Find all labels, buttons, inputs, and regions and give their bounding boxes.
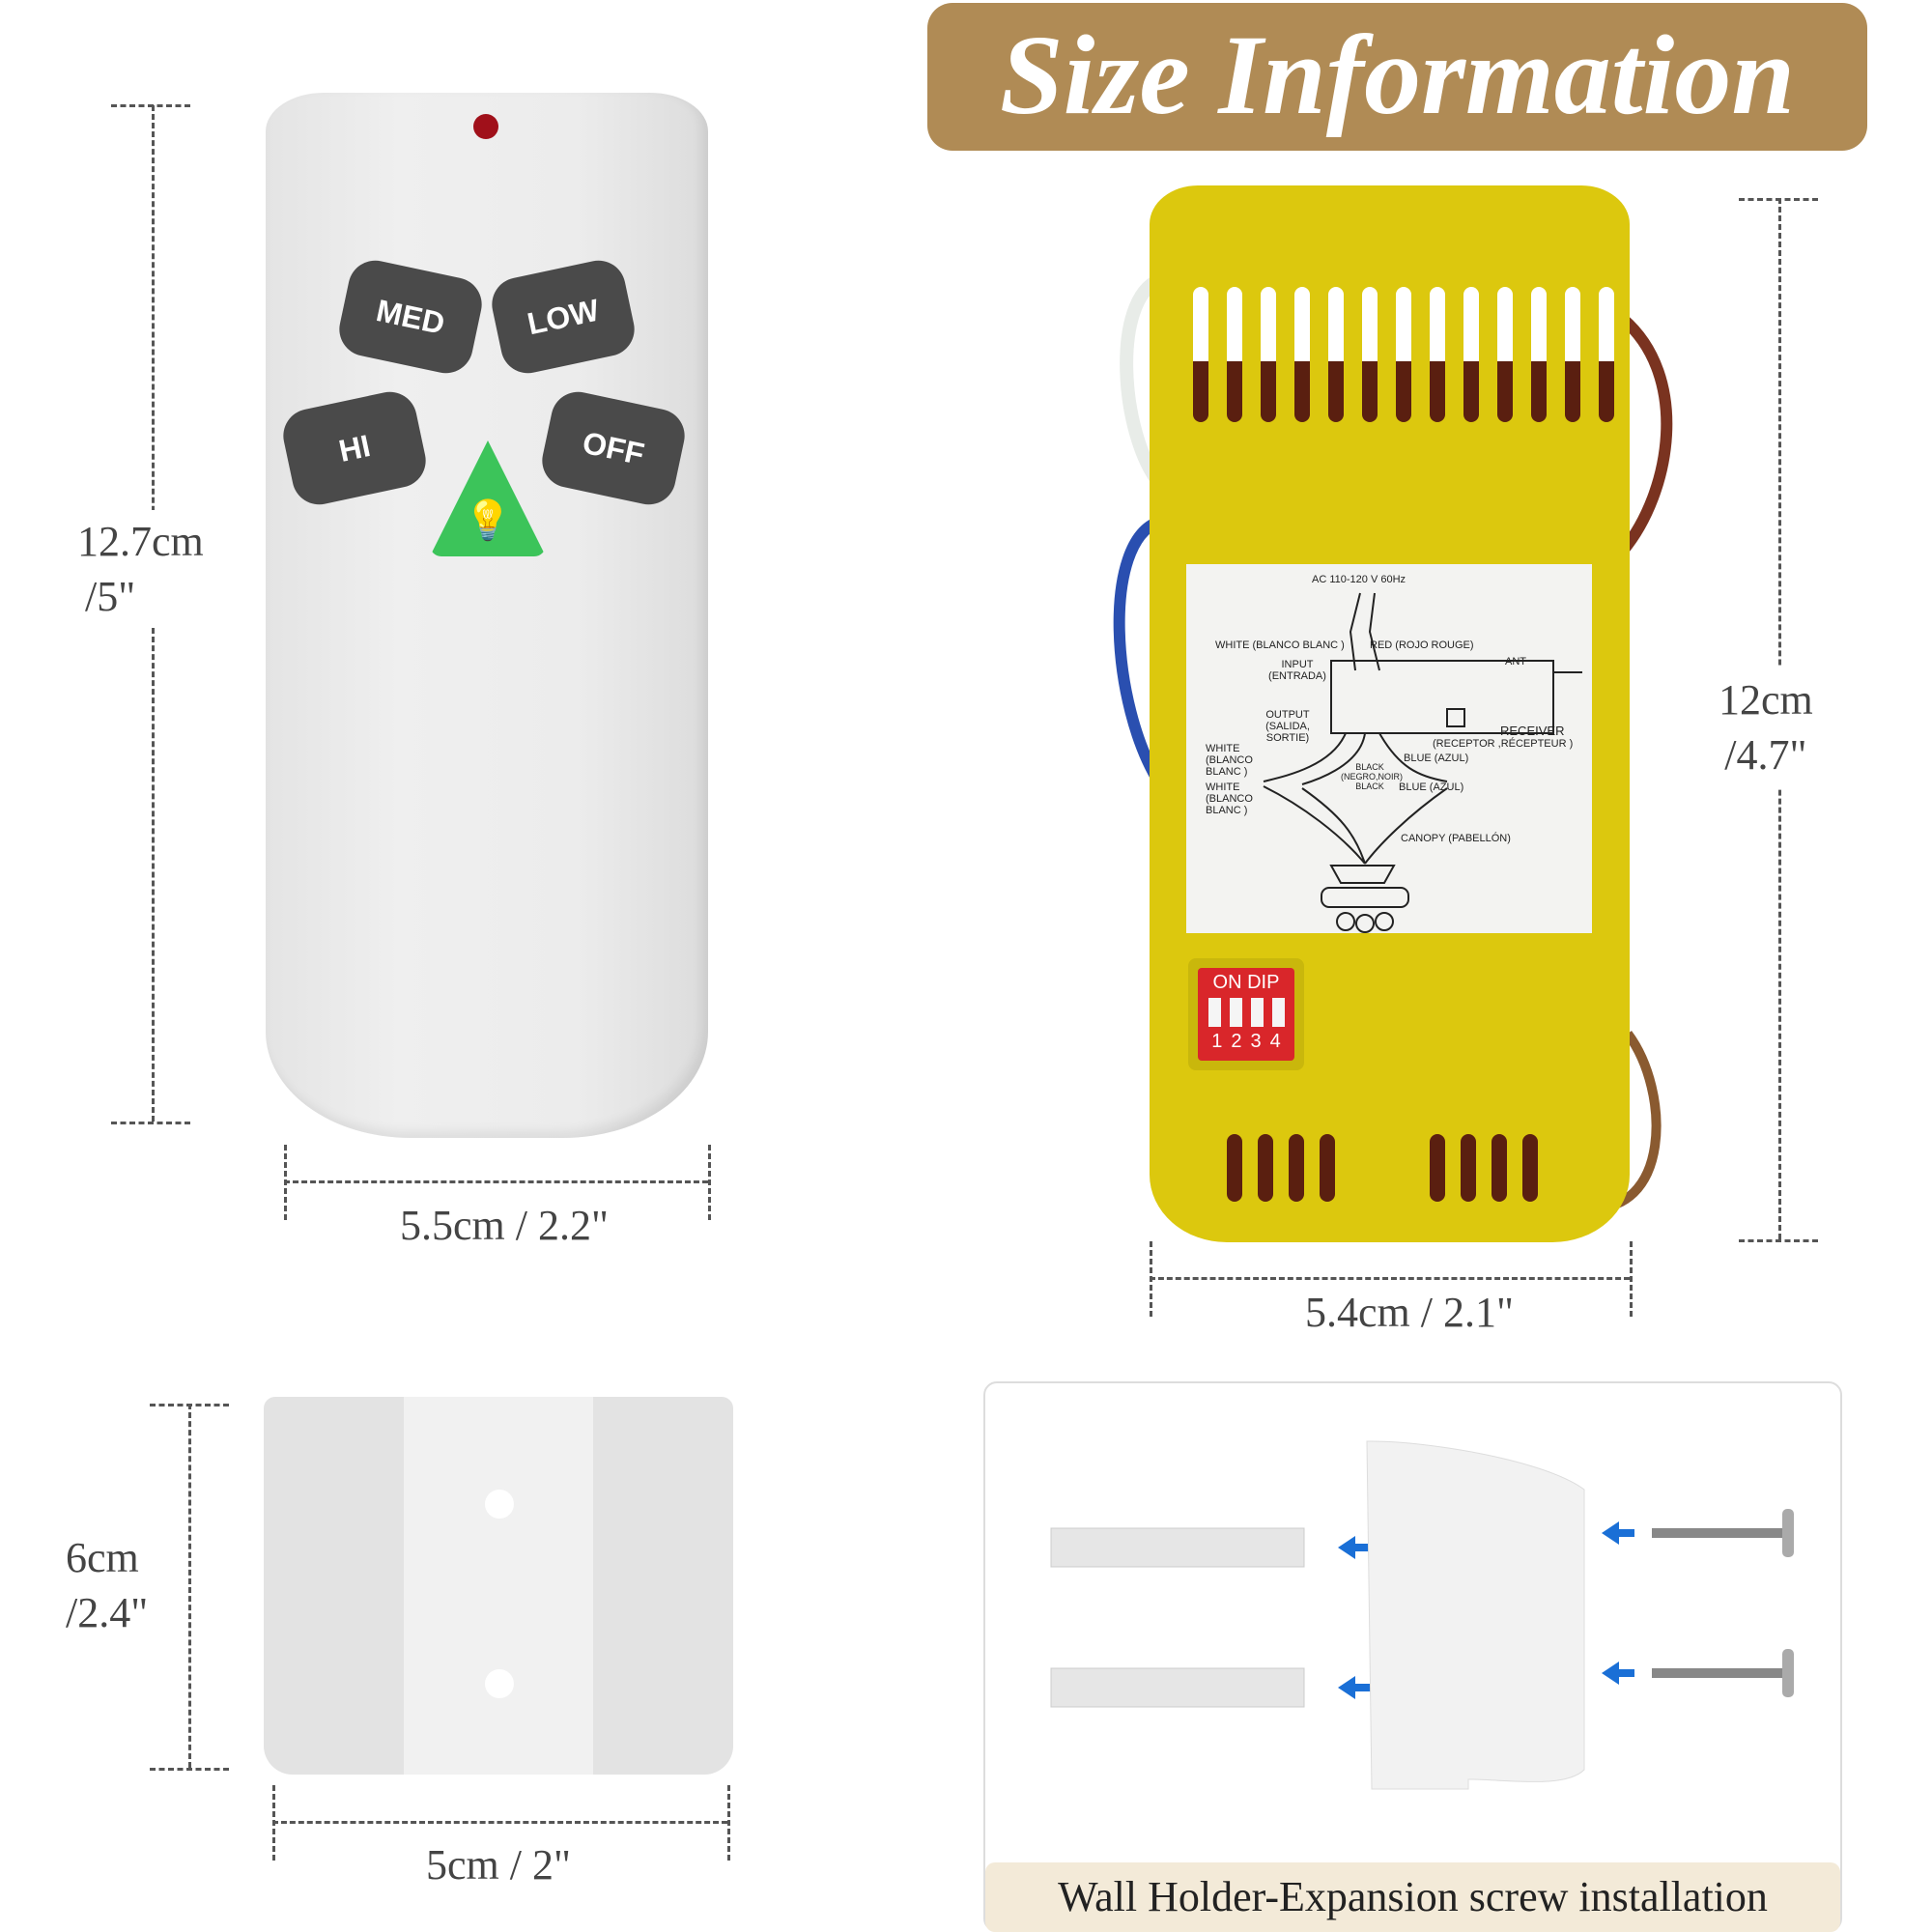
diagram-ant: ANT (1505, 656, 1526, 668)
dip-number: 4 (1269, 1031, 1281, 1052)
dip-number: 2 (1231, 1031, 1242, 1052)
screw-hole (485, 1669, 514, 1698)
wiring-diagram-label: AC 110-120 V 60Hz WHITE (BLANCO BLANC ) … (1186, 564, 1592, 933)
holder-height-in: /2.4" (66, 1589, 149, 1637)
expansion-anchor (1050, 1527, 1305, 1708)
dip-label: DIP (1247, 972, 1280, 993)
dimension-tick (111, 104, 190, 107)
light-bulb-icon: 💡 (464, 498, 512, 542)
receiver-height-in: /4.7" (1724, 731, 1807, 780)
dimension-tick (1630, 1241, 1633, 1317)
dimension-tick (708, 1145, 711, 1220)
dimension-tick (1739, 1239, 1818, 1242)
receiver-width-dimension-line (1150, 1277, 1630, 1280)
dimension-tick (727, 1785, 730, 1861)
holder-height-dimension-line (188, 1404, 191, 1768)
diagram-output: OUTPUT (SALIDA, SORTIE) (1265, 709, 1310, 744)
screw-hole (485, 1490, 514, 1519)
holder-height-cm: 6cm (66, 1534, 139, 1581)
remote-width-dimension-line (284, 1180, 708, 1183)
arrow-icon (1338, 1521, 1634, 1699)
diagram-receiver: RECEIVER (1500, 724, 1565, 738)
diagram-canopy: CANOPY (PABELLÓN) (1401, 833, 1511, 844)
wiring-diagram (1263, 592, 1582, 933)
remote-height-label: 12.7cm/5" (77, 510, 204, 629)
dimension-tick (1150, 1241, 1152, 1317)
diagram-blue-1: BLUE (AZUL) (1404, 753, 1469, 764)
dip-number: 3 (1250, 1031, 1262, 1052)
installation-caption: Wall Holder-Expansion screw installation (985, 1862, 1840, 1932)
holder-side-view (1366, 1440, 1585, 1790)
dimension-tick (111, 1122, 190, 1124)
diagram-receiver-sub: (RECEPTOR ,RÉCEPTEUR ) (1433, 738, 1574, 750)
dimension-tick (272, 1785, 275, 1861)
size-information-banner: Size Information (927, 3, 1867, 151)
dip-number: 1 (1211, 1031, 1223, 1052)
holder-left-wing (264, 1397, 404, 1775)
diagram-black: BLACK (NEGRO,NOIR) BLACK (1341, 762, 1403, 791)
installation-panel: Wall Holder-Expansion screw installation (983, 1381, 1842, 1932)
hi-button[interactable]: HI (278, 386, 431, 510)
holder-width-label: 5cm / 2" (426, 1841, 571, 1889)
diagram-blue-2: BLUE (AZUL) (1399, 781, 1464, 793)
vent-slots (1193, 287, 1614, 422)
diagram-input: INPUT (ENTRADA) (1268, 659, 1326, 682)
light-button[interactable]: 💡 (430, 440, 546, 556)
dimension-tick (150, 1768, 229, 1771)
dimension-tick (150, 1404, 229, 1406)
off-button[interactable]: OFF (537, 386, 690, 510)
receiver-unit: AC 110-120 V 60Hz WHITE (BLANCO BLANC ) … (1150, 185, 1630, 1242)
remote-height-cm: 12.7cm (77, 518, 204, 565)
bottom-vents-left (1227, 1134, 1335, 1202)
wall-holder (264, 1397, 733, 1775)
diagram-white-out-2: WHITE (BLANCO BLANC ) (1206, 781, 1253, 816)
dip-on-label: ON (1212, 972, 1242, 993)
receiver-height-label: 12cm/4.7" (1715, 667, 1817, 789)
diagram-white-in: WHITE (BLANCO BLANC ) (1215, 639, 1345, 651)
holder-height-label: 6cm/2.4" (66, 1526, 149, 1645)
receiver-width-label: 5.4cm / 2.1" (1305, 1289, 1514, 1336)
diagram-power: AC 110-120 V 60Hz (1312, 574, 1406, 585)
receiver-height-cm: 12cm (1719, 676, 1813, 724)
remote-height-in: /5" (85, 573, 136, 621)
bottom-vents-right (1430, 1134, 1538, 1202)
dimension-tick (1739, 198, 1818, 201)
low-button[interactable]: LOW (487, 255, 639, 379)
dimension-tick (284, 1145, 287, 1220)
remote-width-label: 5.5cm / 2.2" (400, 1202, 609, 1249)
diagram-white-out-1: WHITE (BLANCO BLANC ) (1206, 743, 1253, 778)
led-indicator (473, 114, 498, 139)
med-button[interactable]: MED (334, 255, 487, 379)
holder-right-wing (593, 1397, 733, 1775)
installation-illustration (1050, 1440, 1794, 1790)
remote-control: MED LOW HI OFF 💡 (266, 93, 708, 1138)
screw-icon (1652, 1528, 1782, 1678)
holder-width-dimension-line (272, 1821, 727, 1824)
diagram-red-in: RED (ROJO ROUGE) (1370, 639, 1474, 651)
